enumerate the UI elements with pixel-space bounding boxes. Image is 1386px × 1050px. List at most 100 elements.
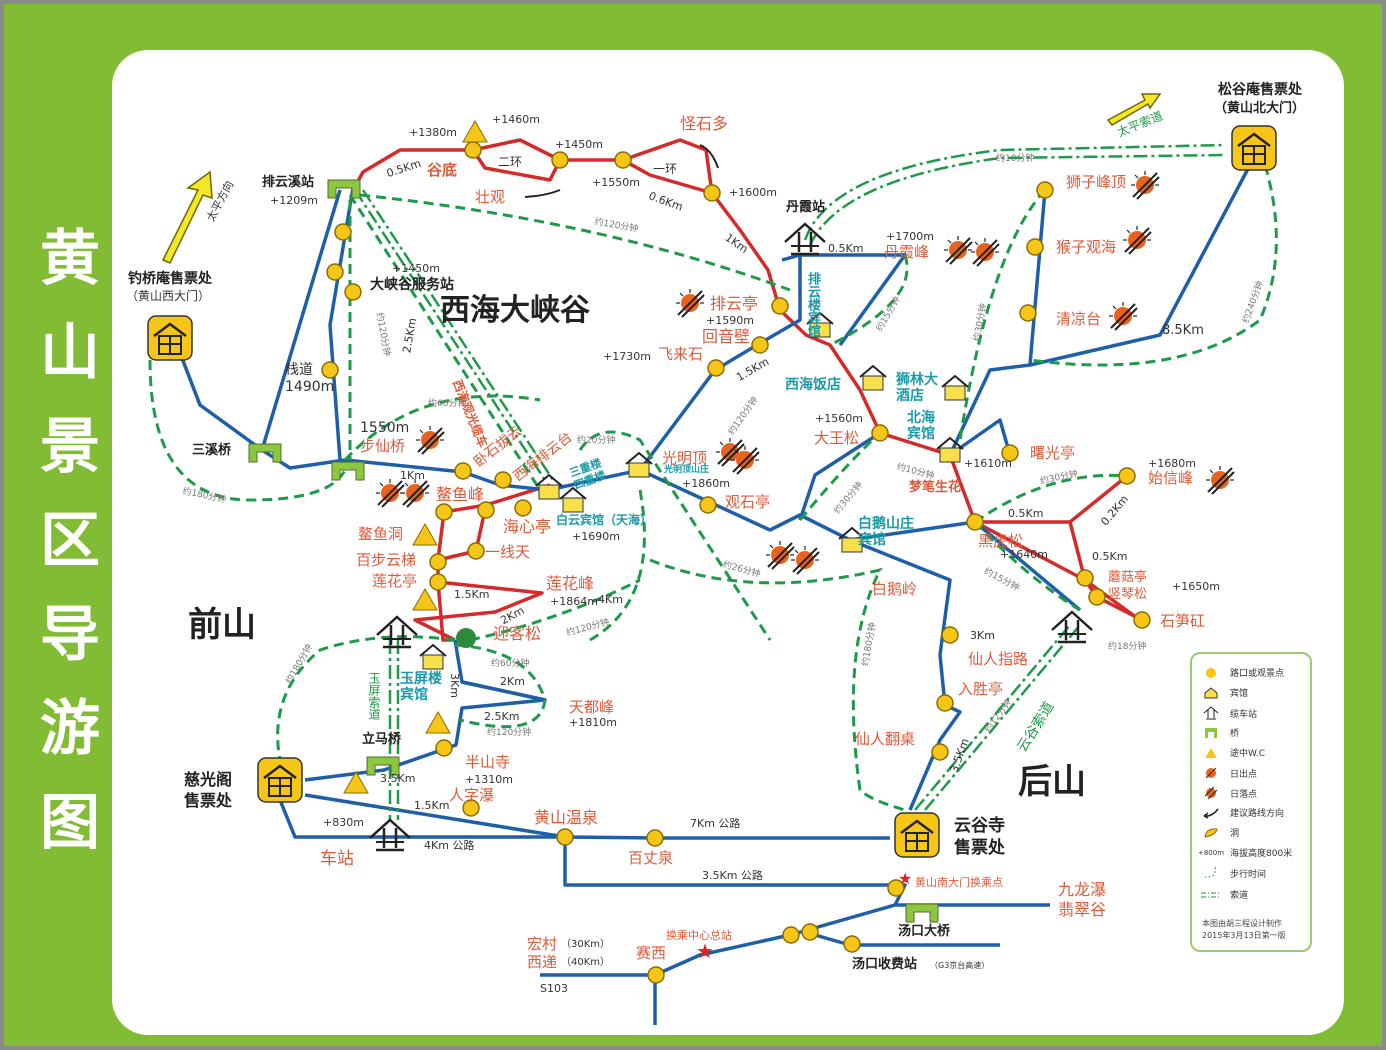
legend-credit: 本图由胡三程设计制作 2015年3月13日第一版 — [1202, 918, 1286, 942]
spot-tiandufeng[interactable]: 天都峰 — [569, 698, 615, 716]
legend-label: 途中W.C — [1230, 749, 1266, 759]
legend-row: 日出点 — [1200, 766, 1257, 780]
region-back-mountain: 后山 — [1018, 762, 1086, 802]
credit-date: 2015年3月13日第一版 — [1202, 931, 1286, 940]
spot-shixinfeng[interactable]: 始信峰 — [1148, 469, 1194, 487]
spot-feicuigu[interactable]: 翡翠谷 — [1058, 900, 1107, 919]
spot-qingliangtai[interactable]: 清凉台 — [1056, 310, 1102, 328]
spot-danxiafeng-elev: +1700m — [886, 230, 934, 243]
spot-guangmingding[interactable]: 光明顶 — [662, 449, 708, 467]
hotel-beihai[interactable]: 北海宾馆 — [907, 410, 935, 442]
north-gate-sub: （黄山北大门） — [1214, 101, 1306, 116]
elev-label: +1450m — [555, 138, 603, 151]
legend-label: 海拔高度800米 — [1230, 849, 1293, 859]
spot-danxiafeng[interactable]: 丹霞峰 — [884, 243, 930, 261]
spot-renzipu[interactable]: 人字瀑 — [449, 786, 495, 804]
legend-label: 日落点 — [1230, 789, 1258, 800]
paiyunxi-elev: +1209m — [270, 194, 318, 207]
spot-jiulongpu[interactable]: 九龙瀑 — [1058, 880, 1107, 899]
legend-label: 步行时间 — [1230, 869, 1267, 880]
spot-guaishiduo[interactable]: 怪石多 — [680, 114, 729, 133]
spot-dawangsong[interactable]: 大王松 — [814, 429, 860, 447]
spot-huangshan-hot-spring[interactable]: 黄山温泉 — [534, 808, 599, 827]
distance-label: 0.5Km — [828, 242, 864, 255]
hotel-baiyun[interactable]: 白云宾馆（天海） — [556, 513, 653, 527]
spot-guangmingding-elev: +1860m — [682, 477, 730, 490]
spot-zhandao-elev: 1490m — [285, 379, 335, 395]
spot-lianhuafeng-elev: +1864m — [550, 595, 598, 608]
spot-baibuyunti[interactable]: 百步云梯 — [356, 551, 417, 569]
title-char: 导 — [40, 600, 100, 670]
walk-time-label: 约18分钟 — [1108, 642, 1147, 652]
spot-lianhuafeng[interactable]: 莲花峰 — [546, 574, 595, 593]
south-gate-transfer-label[interactable]: 黄山南大门换乘点 — [915, 876, 1003, 889]
canyon-service-station[interactable]: 大峡谷服务站 — [370, 277, 454, 293]
map-title: 黄 山 景 区 导 游 图 — [36, 218, 104, 864]
bridge-icon — [1200, 727, 1222, 739]
spot-buxianqiao[interactable]: 步仙桥 — [360, 437, 406, 455]
spot-yixiantian[interactable]: 一线天 — [485, 543, 531, 561]
spot-tiandufeng-elev: +1810m — [569, 716, 617, 729]
spot-baieling[interactable]: 白鹅岭 — [872, 580, 918, 598]
cableway-line-icon — [1200, 891, 1222, 899]
spot-banshansi[interactable]: 半山寺 — [465, 753, 511, 771]
tangkou-toll-label[interactable]: 汤口收费站 — [852, 957, 918, 972]
spot-yingkesong[interactable]: 迎客松 — [493, 624, 542, 643]
danxia-station[interactable]: 丹霞站 — [786, 200, 826, 215]
spot-shuguangting[interactable]: 曙光亭 — [1030, 444, 1076, 462]
title-char: 区 — [40, 506, 100, 576]
spot-guanshiting[interactable]: 观石亭 — [725, 493, 771, 511]
north-gate-label[interactable]: 松谷庵售票处 — [1218, 82, 1302, 98]
hotel-paiyunlou[interactable]: 排云楼宾馆 — [805, 272, 820, 337]
spot-aoyudong[interactable]: 鳌鱼洞 — [358, 525, 404, 543]
ciguang-gate-label-1[interactable]: 慈光阁 — [184, 770, 233, 789]
bus-station-label[interactable]: 车站 — [320, 849, 354, 869]
svg-text:★: ★ — [696, 939, 714, 963]
hotel-xihai[interactable]: 西海饭店 — [785, 377, 841, 393]
spot-shisungang[interactable]: 石笋矼 — [1160, 612, 1206, 630]
west-gate-label[interactable]: 钓桥庵售票处 — [128, 271, 212, 287]
transfer-center-label[interactable]: 换乘中心总站 — [666, 929, 732, 942]
spot-huiyinbi[interactable]: 回音壁 — [702, 327, 751, 346]
canyon-service-elev: +1450m — [392, 262, 440, 275]
spot-baizhangquan[interactable]: 百丈泉 — [628, 849, 674, 867]
spot-rushengting[interactable]: 入胜亭 — [958, 680, 1004, 698]
spot-zhandao[interactable]: 栈道 — [285, 362, 313, 378]
hotel-shilin[interactable]: 狮林大酒店 — [896, 372, 938, 404]
spot-heihusong[interactable]: 黑虎松 — [978, 532, 1024, 550]
spot-xidi[interactable]: 西递 — [527, 953, 558, 971]
distance-label: 2Km — [500, 675, 525, 688]
yungu-gate-label-1[interactable]: 云谷寺 — [954, 816, 1005, 836]
paiyunxi-station[interactable]: 排云溪站 — [262, 175, 315, 190]
elev-label: +1460m — [492, 113, 540, 126]
spot-xianrenzhilu[interactable]: 仙人指路 — [968, 650, 1029, 668]
spot-xianrenfanzhuo[interactable]: 仙人翻桌 — [855, 730, 916, 748]
sanxi-bridge-label: 三溪桥 — [192, 443, 232, 458]
hotel-baie[interactable]: 白鹅山庄宾馆 — [858, 516, 914, 548]
elev-label: +1550m — [592, 176, 640, 189]
spot-mengbishenghua[interactable]: 梦笔生花 — [909, 480, 962, 495]
hotel-yupinglou[interactable]: 玉屏楼宾馆 — [400, 671, 442, 703]
legend-row: 索道 — [1200, 888, 1248, 901]
region-west-sea-canyon: 西海大峡谷 — [440, 293, 590, 328]
spot-shizifeng[interactable]: 狮子峰顶 — [1066, 173, 1127, 191]
legend-row: 建议路线方向 — [1200, 806, 1284, 819]
spot-moguting[interactable]: 蘑菇亭 — [1108, 570, 1148, 585]
spot-saixi[interactable]: 赛西 — [636, 944, 667, 962]
spot-zhuangguan[interactable]: 壮观 — [475, 188, 506, 206]
credit-line: 本图由胡三程设计制作 — [1202, 919, 1282, 928]
spot-houziguanhai[interactable]: 猴子观海 — [1056, 238, 1117, 256]
cable-station-icon — [1200, 706, 1222, 720]
spot-shuqinsong[interactable]: 竖琴松 — [1108, 587, 1148, 602]
spot-lianhuating[interactable]: 莲花亭 — [372, 572, 418, 590]
elev-label: +1610m — [964, 457, 1012, 470]
walk-time-label: 约120分钟 — [487, 728, 532, 738]
spot-feilaishi[interactable]: 飞来石 — [658, 345, 704, 363]
walk-time-label: 约60分钟 — [491, 659, 530, 669]
spot-paiyunting[interactable]: 排云亭 — [710, 294, 759, 313]
spot-gudi[interactable]: 谷底 — [427, 161, 458, 179]
spot-haixinting[interactable]: 海心亭 — [503, 517, 552, 536]
hotel-guangmingding[interactable]: 光明顶山庄 — [664, 465, 710, 475]
spot-aoyufeng[interactable]: 鳌鱼峰 — [436, 485, 485, 504]
spot-hongcun[interactable]: 宏村 — [527, 935, 558, 953]
